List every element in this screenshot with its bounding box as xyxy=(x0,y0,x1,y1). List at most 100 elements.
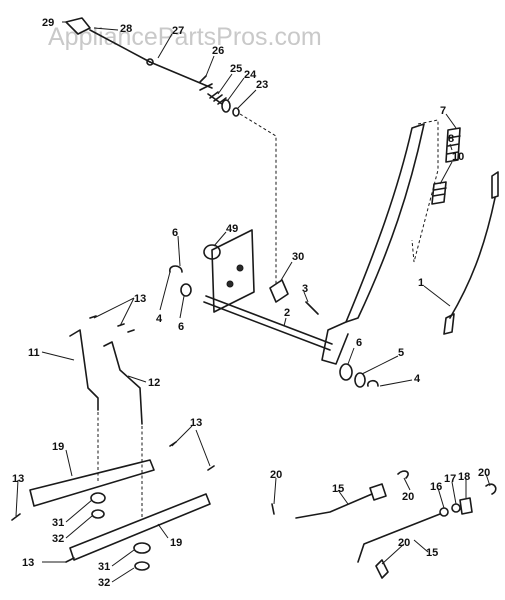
lower-lift-arms xyxy=(11,441,215,571)
part-26-clip xyxy=(199,75,213,91)
part-17-washer xyxy=(451,503,461,513)
part-32-washer-upper xyxy=(91,509,105,519)
part-7-spring xyxy=(445,127,461,163)
lift-handle-base xyxy=(321,321,349,365)
part-13-clips xyxy=(11,441,215,563)
callout-7: 7 xyxy=(440,105,446,117)
callout-8: 8 xyxy=(448,133,454,145)
callout-26: 26 xyxy=(212,45,224,57)
callout-49: 49 xyxy=(226,223,238,235)
callout-27: 27 xyxy=(172,25,184,37)
part-30-block xyxy=(269,279,289,303)
callout-labels: 29 28 27 26 25 24 23 7 8 10 1 6 49 4 6 3… xyxy=(12,17,490,589)
bracket-hole-lower xyxy=(226,280,234,288)
callout-20-lower: 20 xyxy=(398,537,410,549)
lift-shaft-assembly xyxy=(169,229,379,388)
lower-right-linkage xyxy=(271,470,497,579)
callout-29: 29 xyxy=(42,17,54,29)
callout-19-lower: 19 xyxy=(170,537,182,549)
assembly-line-rod xyxy=(239,113,277,286)
part-6-bushing-right xyxy=(339,363,353,381)
part-6-bushing xyxy=(180,283,192,297)
part-1-cable xyxy=(449,197,496,319)
callout-28: 28 xyxy=(120,23,132,35)
callout-32-lower: 32 xyxy=(98,577,110,589)
assembly-line-handle xyxy=(411,119,439,263)
part-20-clip-upper xyxy=(397,470,409,479)
part-16-nut xyxy=(439,507,449,517)
callout-15-upper: 15 xyxy=(332,483,344,495)
callout-6-middle: 6 xyxy=(178,321,184,333)
part-23-nut xyxy=(232,107,240,117)
upper-rod-end xyxy=(369,483,387,501)
callout-10: 10 xyxy=(452,151,464,163)
callout-23: 23 xyxy=(256,79,268,91)
part-20-clip-lower xyxy=(375,559,389,579)
part-15-rod-upper xyxy=(295,493,373,519)
callout-32-upper: 32 xyxy=(52,533,64,545)
callout-15-lower: 15 xyxy=(426,547,438,559)
bracket-hole-upper xyxy=(236,264,244,272)
cable-end-upper xyxy=(491,171,499,199)
callout-4-left: 4 xyxy=(156,313,163,325)
lift-handle-assembly xyxy=(321,119,461,365)
part-32-washer-lower xyxy=(134,561,150,571)
part-10-grip xyxy=(431,181,447,205)
part-49-washer xyxy=(203,244,221,260)
part-19-arm-lower xyxy=(69,493,211,561)
part-19-arm-upper xyxy=(29,459,155,507)
mount-bracket xyxy=(211,229,255,313)
callout-2: 2 xyxy=(284,307,290,319)
callout-12: 12 xyxy=(148,377,160,389)
part-28-joint xyxy=(146,58,154,66)
callout-17: 17 xyxy=(444,473,456,485)
part-24-washer xyxy=(221,99,231,113)
cable-assembly xyxy=(443,171,499,335)
part-5-washer xyxy=(354,372,366,388)
part-18-block xyxy=(459,497,473,515)
callout-6-upper: 6 xyxy=(172,227,178,239)
callout-5: 5 xyxy=(398,347,404,359)
callout-20-middle: 20 xyxy=(402,491,414,503)
watermark: AppliancePartsPros.com xyxy=(48,23,322,51)
callout-20-right: 20 xyxy=(478,467,490,479)
callout-13-upper: 13 xyxy=(134,293,146,305)
part-31-bushing-lower xyxy=(133,542,151,554)
callout-30: 30 xyxy=(292,251,304,263)
part-27-rod xyxy=(149,61,213,89)
callout-13-left: 13 xyxy=(12,473,24,485)
callout-16: 16 xyxy=(430,481,442,493)
lift-handle xyxy=(345,123,425,323)
callout-31-upper: 31 xyxy=(52,517,64,529)
callout-25: 25 xyxy=(230,63,242,75)
part-31-bushing-upper xyxy=(90,492,106,504)
callout-24: 24 xyxy=(244,69,257,81)
part-20-pin-left xyxy=(271,503,275,515)
part-3-pin xyxy=(305,301,319,315)
callout-3: 3 xyxy=(302,283,308,295)
callout-13-lower: 13 xyxy=(22,557,34,569)
callout-13-middle: 13 xyxy=(190,417,202,429)
leader-lines xyxy=(15,21,491,583)
callout-20-left: 20 xyxy=(270,469,282,481)
part-12-link xyxy=(103,341,143,425)
callout-1: 1 xyxy=(418,277,424,289)
callout-18: 18 xyxy=(458,471,470,483)
callout-4-right: 4 xyxy=(414,373,421,385)
callout-31-lower: 31 xyxy=(98,561,110,573)
part-4-clip xyxy=(367,379,379,387)
part-2-shaft xyxy=(203,295,333,351)
lift-links xyxy=(69,315,143,520)
part-15-rod-lower xyxy=(357,513,441,563)
callout-11: 11 xyxy=(28,347,40,359)
part-6-clip-upper xyxy=(169,265,183,273)
callout-6-right: 6 xyxy=(356,337,362,349)
part-29-handle xyxy=(65,17,91,35)
part-25-spring xyxy=(207,91,227,105)
callout-19-upper: 19 xyxy=(52,441,64,453)
assembly-line-links xyxy=(97,412,143,520)
part-11-link xyxy=(69,329,99,411)
part-20-clip-right xyxy=(485,483,497,495)
part-28-rod xyxy=(89,29,151,63)
